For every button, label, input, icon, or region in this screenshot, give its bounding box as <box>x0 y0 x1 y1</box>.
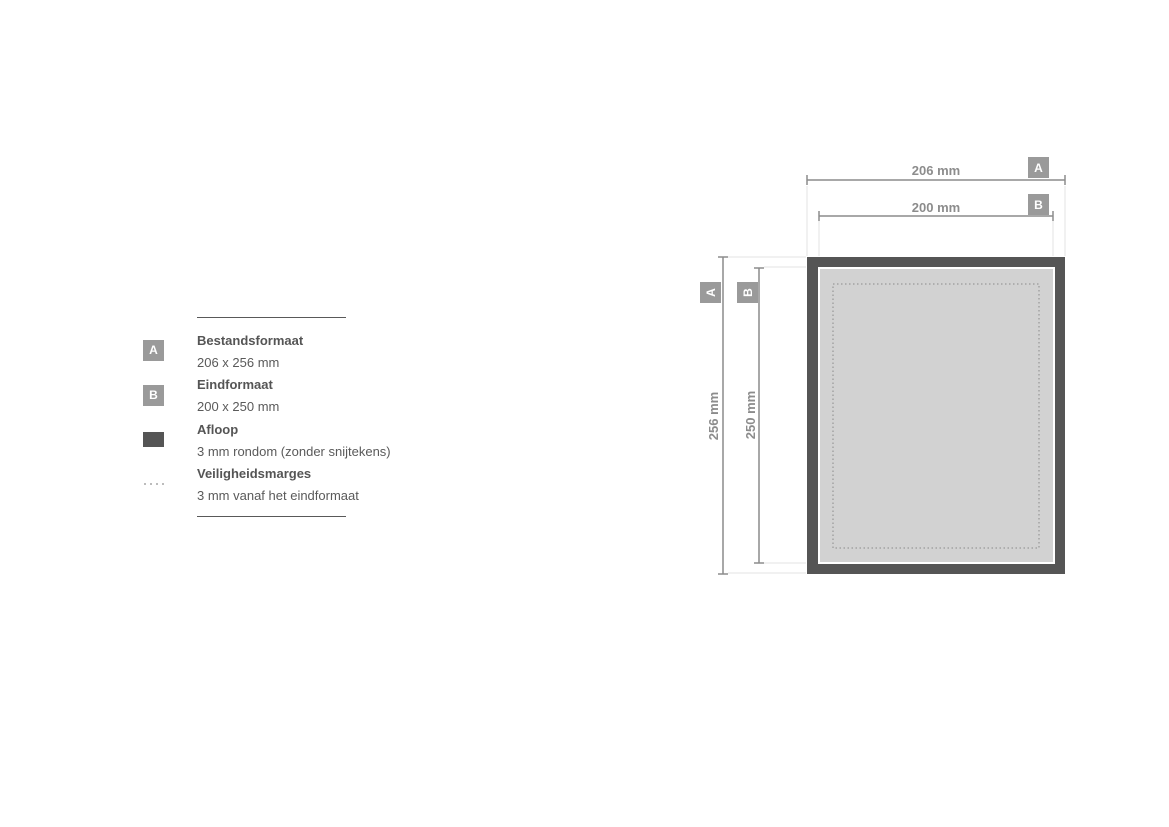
legend-desc-afloop: 3 mm rondom (zonder snijtekens) <box>197 444 391 459</box>
diagram-badge-a-side <box>700 282 721 303</box>
extension-guides <box>728 186 1066 574</box>
legend-title-eindformaat: Eindformaat <box>197 377 273 392</box>
diagram-badge-b-side <box>737 282 758 303</box>
diagram-badge-b-top-label: B <box>1034 198 1043 212</box>
diagram-badge-a-top <box>1028 157 1049 178</box>
height-a-dimension <box>718 256 728 575</box>
legend-safety-dots-icon <box>144 483 164 485</box>
diagram-badge-b-side-label: B <box>741 288 755 297</box>
legend-desc-bestandsformaat: 206 x 256 mm <box>197 355 280 370</box>
legend-desc-eindformaat: 200 x 250 mm <box>197 399 280 414</box>
height-b-dimension <box>754 267 764 564</box>
diagram-badge-a-top-label: A <box>1034 161 1043 175</box>
diagram-badge-b-top <box>1028 194 1049 215</box>
legend-title-bestandsformaat: Bestandsformaat <box>197 333 304 348</box>
width-b-dimension <box>818 211 1054 221</box>
width-a-label: 206 mm <box>912 163 960 178</box>
diagram-badge-a-side-label: A <box>704 288 718 297</box>
width-b-label: 200 mm <box>912 200 960 215</box>
legend-desc-veiligheidsmarges: 3 mm vanaf het eindformaat <box>197 488 359 503</box>
width-a-dimension <box>806 175 1066 185</box>
legend-badge-b: B <box>143 385 164 406</box>
legend-badge-a: A <box>143 340 164 361</box>
legend-bottom-rule <box>197 516 346 517</box>
height-a-label: 256 mm <box>706 392 721 440</box>
legend-title-veiligheidsmarges: Veiligheidsmarges <box>197 466 312 481</box>
safety-margin <box>832 283 1040 549</box>
trim-area <box>818 267 1055 564</box>
legend-bleed-swatch <box>143 432 164 447</box>
legend-top-rule <box>197 317 346 318</box>
legend-title-afloop: Afloop <box>197 422 239 437</box>
height-b-label: 250 mm <box>743 391 758 439</box>
